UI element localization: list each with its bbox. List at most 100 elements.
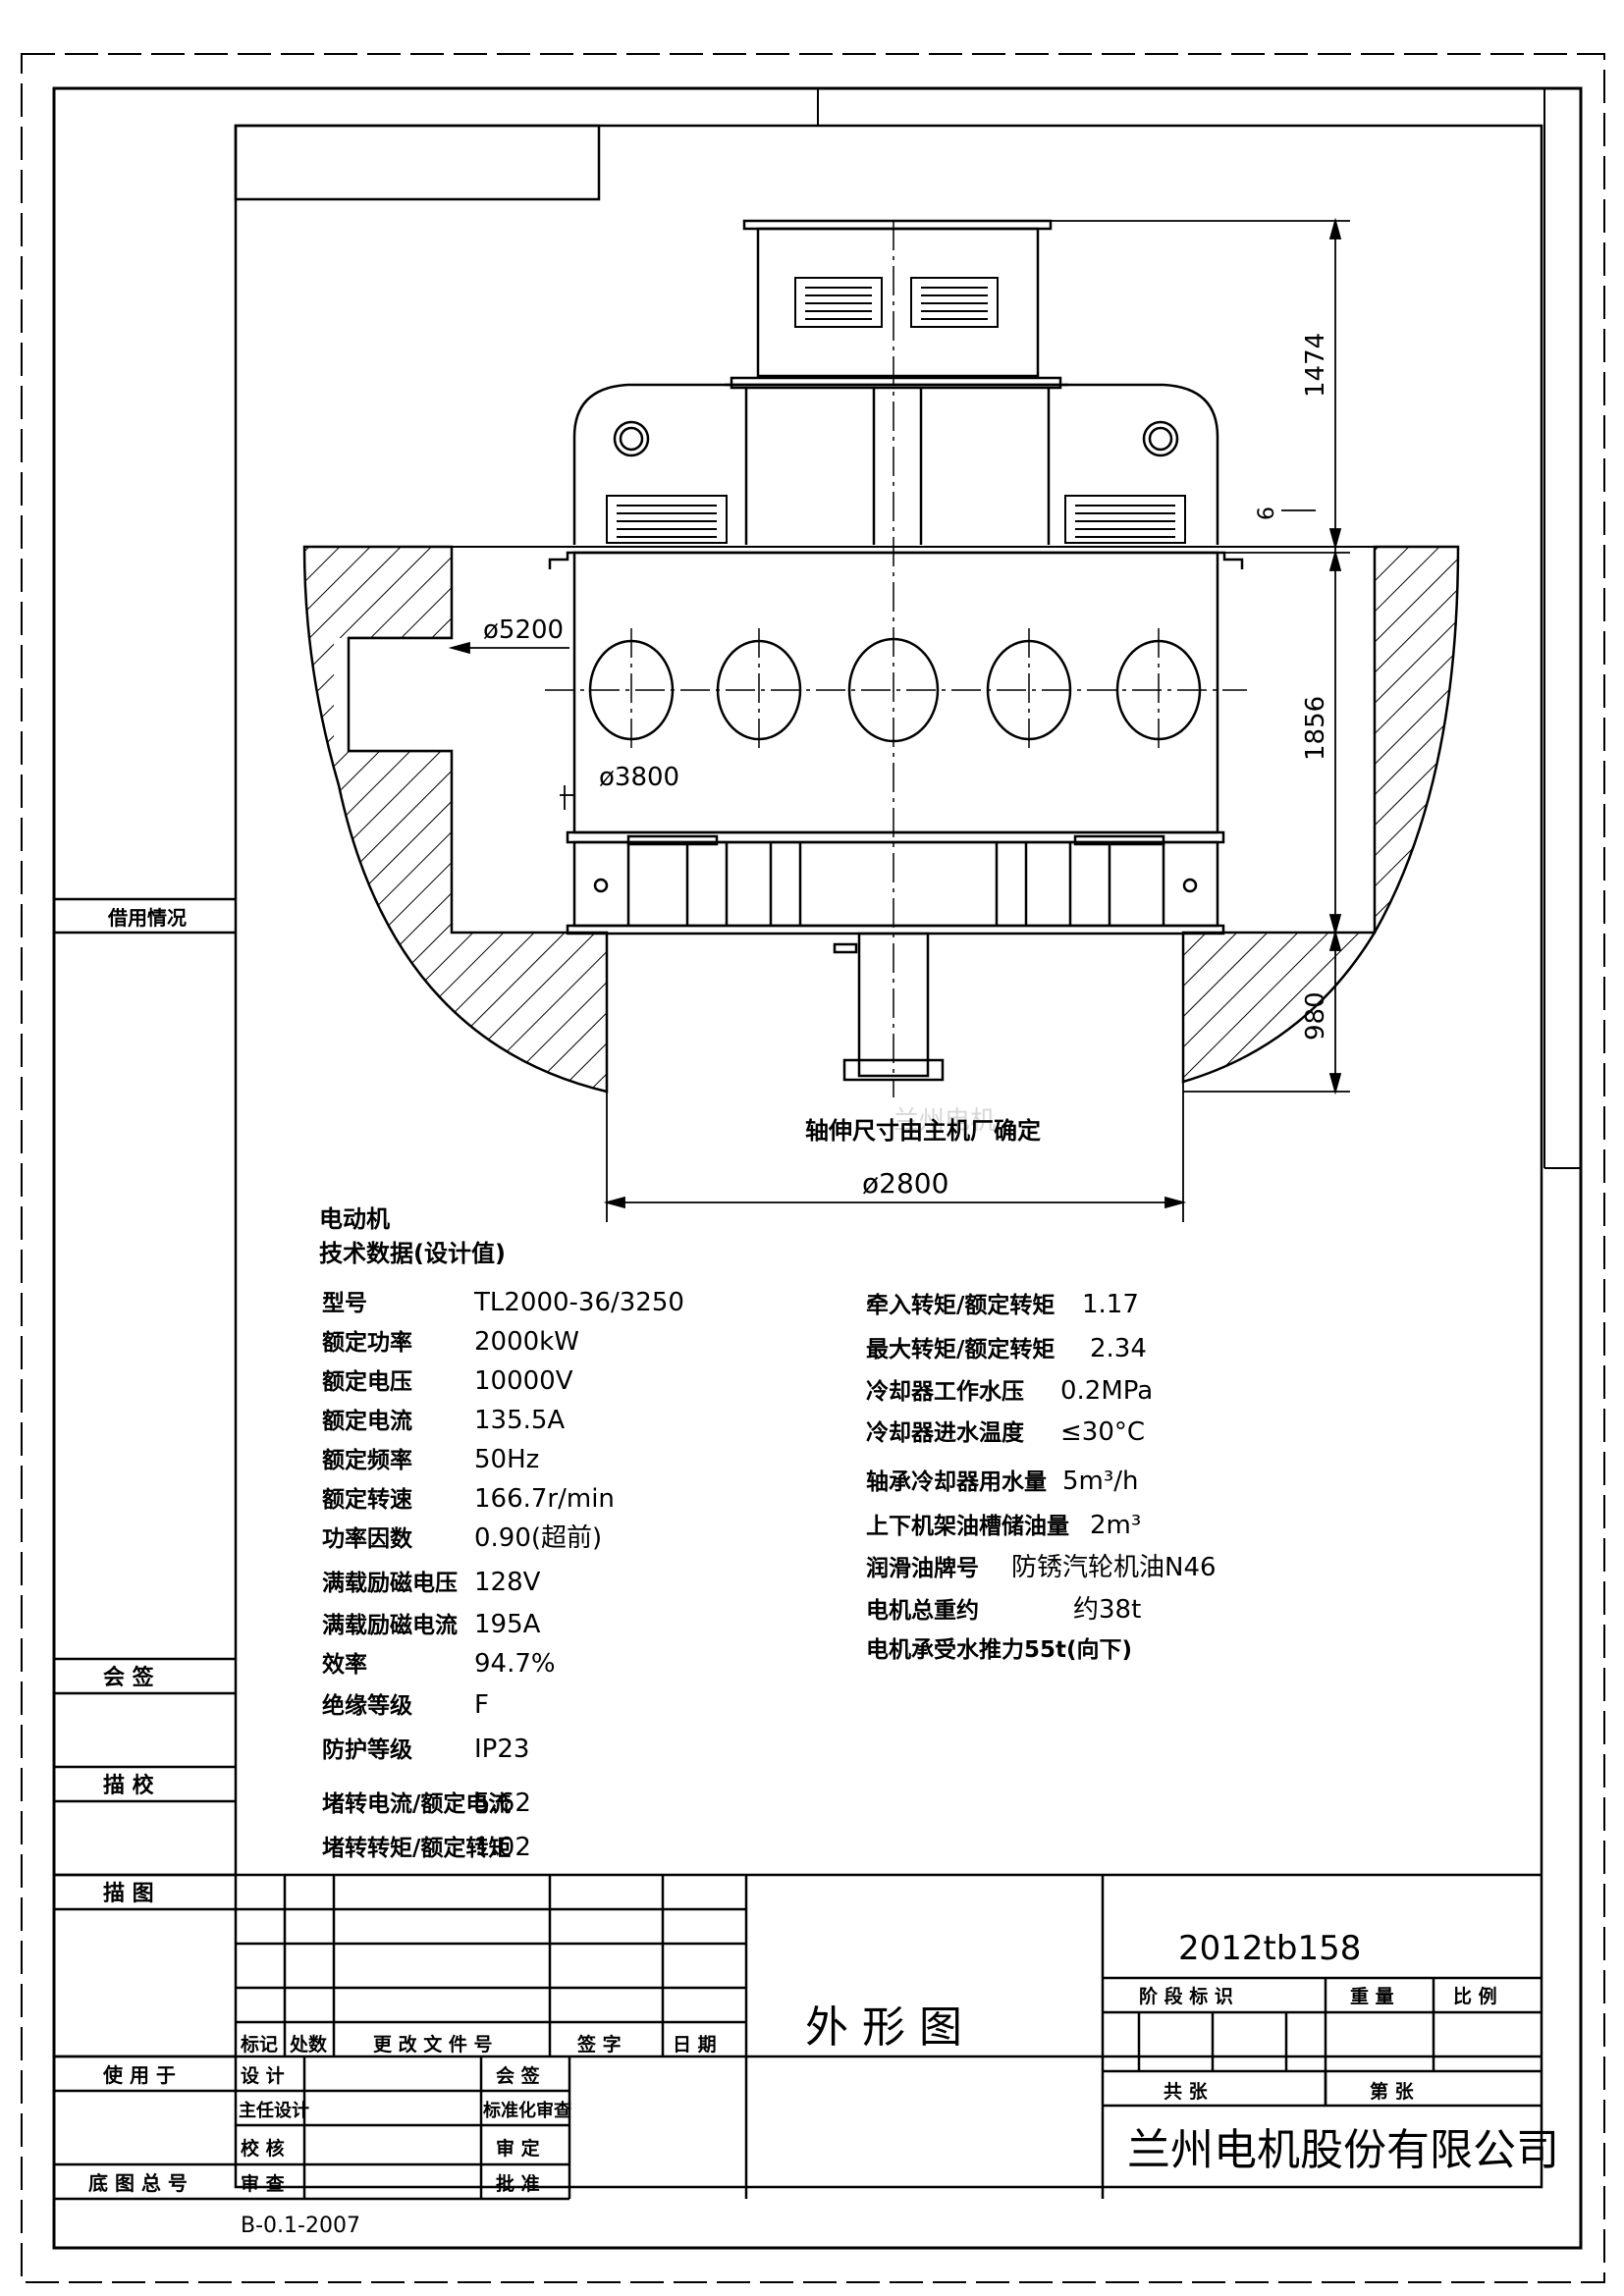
svg-text:处数: 处数 xyxy=(289,2033,328,2056)
spec-label: 满载励磁电压 xyxy=(322,1570,458,1596)
base-no-label: 底 图 总 号 xyxy=(88,2171,188,2195)
svg-text:技术数据(设计值): 技术数据(设计值) xyxy=(319,1240,506,1267)
spec-label: 额定电流 xyxy=(322,1408,412,1434)
spec-value: 5.62 xyxy=(474,1789,531,1818)
spec-label: 满载励磁电流 xyxy=(322,1612,458,1638)
svg-text:重 量: 重 量 xyxy=(1350,1986,1394,2007)
spec-label: 堵转转矩/额定转矩 xyxy=(322,1835,511,1861)
countersign-label: 会 签 xyxy=(103,1665,155,1690)
spec-value: F xyxy=(474,1690,489,1720)
spec-label: 电机总重约 xyxy=(866,1597,979,1624)
center-lines xyxy=(545,221,1247,1097)
spec-value: 166.7r/min xyxy=(474,1484,615,1514)
spec-label: 润滑油牌号 xyxy=(866,1555,979,1581)
svg-text:共 张: 共 张 xyxy=(1164,2081,1209,2103)
spec-value: 2.34 xyxy=(1090,1334,1147,1363)
spec-value: 2000kW xyxy=(474,1327,579,1357)
used-in-label: 使 用 于 xyxy=(102,2063,176,2087)
spec-label: 冷却器工作水压 xyxy=(866,1378,1024,1405)
svg-text:审 查: 审 查 xyxy=(241,2172,286,2195)
dim-height-bottom: 980 xyxy=(1301,991,1330,1041)
svg-text:更 改 文 件 号: 更 改 文 件 号 xyxy=(373,2033,492,2056)
foundation-pit xyxy=(302,545,1460,1094)
spec-label: 效率 xyxy=(322,1651,367,1678)
drawing-number-box xyxy=(234,124,601,201)
outer-dashed-border xyxy=(21,53,1605,2283)
spec-label: 堵转电流/额定电流 xyxy=(322,1790,511,1817)
standard-code: B-0.1-2007 xyxy=(241,2214,360,2238)
trace-label: 描 图 xyxy=(103,1882,154,1906)
spec-value: 94.7% xyxy=(474,1649,556,1679)
spec-label: 轴承冷却器用水量 xyxy=(866,1468,1047,1495)
svg-text:日 期: 日 期 xyxy=(673,2034,717,2056)
spec-label: 额定电压 xyxy=(322,1368,412,1395)
spec-label: 额定功率 xyxy=(322,1329,412,1356)
lifting-hole-right xyxy=(1142,420,1179,457)
spec-label: 防护等级 xyxy=(322,1736,412,1763)
svg-text:签 字: 签 字 xyxy=(576,2033,622,2056)
spec-value: TL2000-36/3250 xyxy=(473,1288,684,1317)
vent-top-right xyxy=(910,277,999,328)
spec-value: 50Hz xyxy=(474,1445,539,1474)
spec-value: 128V xyxy=(474,1568,541,1597)
dim-height-mid: 1856 xyxy=(1301,696,1330,761)
dim-dia-stator: ø3800 xyxy=(599,763,679,792)
svg-text:标记: 标记 xyxy=(241,2034,278,2056)
svg-text:会 签: 会 签 xyxy=(496,2064,541,2087)
spec-label: 最大转矩/额定转矩 xyxy=(866,1336,1055,1362)
spec-label: 牵入转矩/额定转矩 xyxy=(866,1292,1055,1318)
company-name: 兰州电机股份有限公司 xyxy=(1127,2125,1559,2175)
watermark: 兰州电机 xyxy=(893,1106,996,1136)
spec-label: 上下机架油槽储油量 xyxy=(866,1513,1069,1539)
drawing-title: 外 形 图 xyxy=(805,2002,962,2053)
svg-text:审 定: 审 定 xyxy=(496,2137,540,2160)
title-block-grid xyxy=(54,1873,1542,2201)
dimension-labels: 1474 6 1856 980 ø5200 ø3800 ø2800 轴伸尺寸由主… xyxy=(483,333,1330,1200)
svg-text:标准化审查: 标准化审查 xyxy=(482,2100,571,2121)
svg-text:比 例: 比 例 xyxy=(1453,1985,1497,2007)
svg-text:主任设计: 主任设计 xyxy=(239,2100,309,2121)
lifting-hole-left xyxy=(613,420,650,457)
vent-top-left xyxy=(794,277,883,328)
spec-value: IP23 xyxy=(474,1735,529,1764)
dimensions xyxy=(448,217,1350,1222)
main-frame xyxy=(52,86,1583,2250)
svg-text:电动机: 电动机 xyxy=(319,1205,390,1233)
spec-label: 额定转速 xyxy=(322,1486,412,1513)
svg-text:校 核: 校 核 xyxy=(241,2137,285,2160)
borrow-label: 借用情况 xyxy=(107,906,187,930)
spec-header: 电动机 技术数据(设计值) xyxy=(319,1205,506,1267)
svg-text:批 准: 批 准 xyxy=(496,2173,540,2195)
spec-label: 电机承受水推力55t(向下) xyxy=(866,1636,1132,1663)
shaft-note: 轴伸尺寸由主机厂确定 xyxy=(805,1117,1041,1145)
spec-label: 绝缘等级 xyxy=(322,1692,412,1719)
dim-dia-base: ø2800 xyxy=(862,1167,948,1200)
svg-text:阶 段 标 识: 阶 段 标 识 xyxy=(1139,1985,1233,2007)
svg-text:设 计: 设 计 xyxy=(241,2065,285,2087)
spec-value: 0.90(超前) xyxy=(474,1523,602,1553)
spec-value: 5m³/h xyxy=(1062,1467,1139,1496)
spec-value: 防锈汽轮机油N46 xyxy=(1011,1553,1217,1582)
spec-value: 约38t xyxy=(1073,1595,1141,1625)
svg-text:第 张: 第 张 xyxy=(1370,2080,1415,2103)
spec-value: ≤30°C xyxy=(1060,1417,1145,1447)
spec-label: 功率因数 xyxy=(322,1525,413,1552)
drawing-number: 2012tb158 xyxy=(1178,1929,1361,1968)
spec-value: 195A xyxy=(474,1610,541,1639)
dim-height-top: 1474 xyxy=(1301,333,1330,398)
spec-label: 额定频率 xyxy=(322,1447,412,1473)
spec-value: 1.02 xyxy=(474,1833,531,1862)
spec-label: 型号 xyxy=(322,1291,367,1316)
motor-outline xyxy=(452,219,1458,1082)
side-labels: 借用情况 会 签 描 校 描 图 使 用 于 底 图 总 号 xyxy=(88,906,188,2195)
spec-value: 135.5A xyxy=(474,1406,565,1435)
title-block-labels: 标记 处数 更 改 文 件 号 签 字 日 期 设 计 主任设计 校 核 审 查… xyxy=(239,1929,1559,2238)
spec-value: 1.17 xyxy=(1082,1290,1139,1319)
trace-check-label: 描 校 xyxy=(103,1773,155,1798)
dim-dia-outer: ø5200 xyxy=(483,615,564,645)
inner-frame xyxy=(234,124,1543,2189)
spec-label: 冷却器进水温度 xyxy=(866,1419,1025,1446)
